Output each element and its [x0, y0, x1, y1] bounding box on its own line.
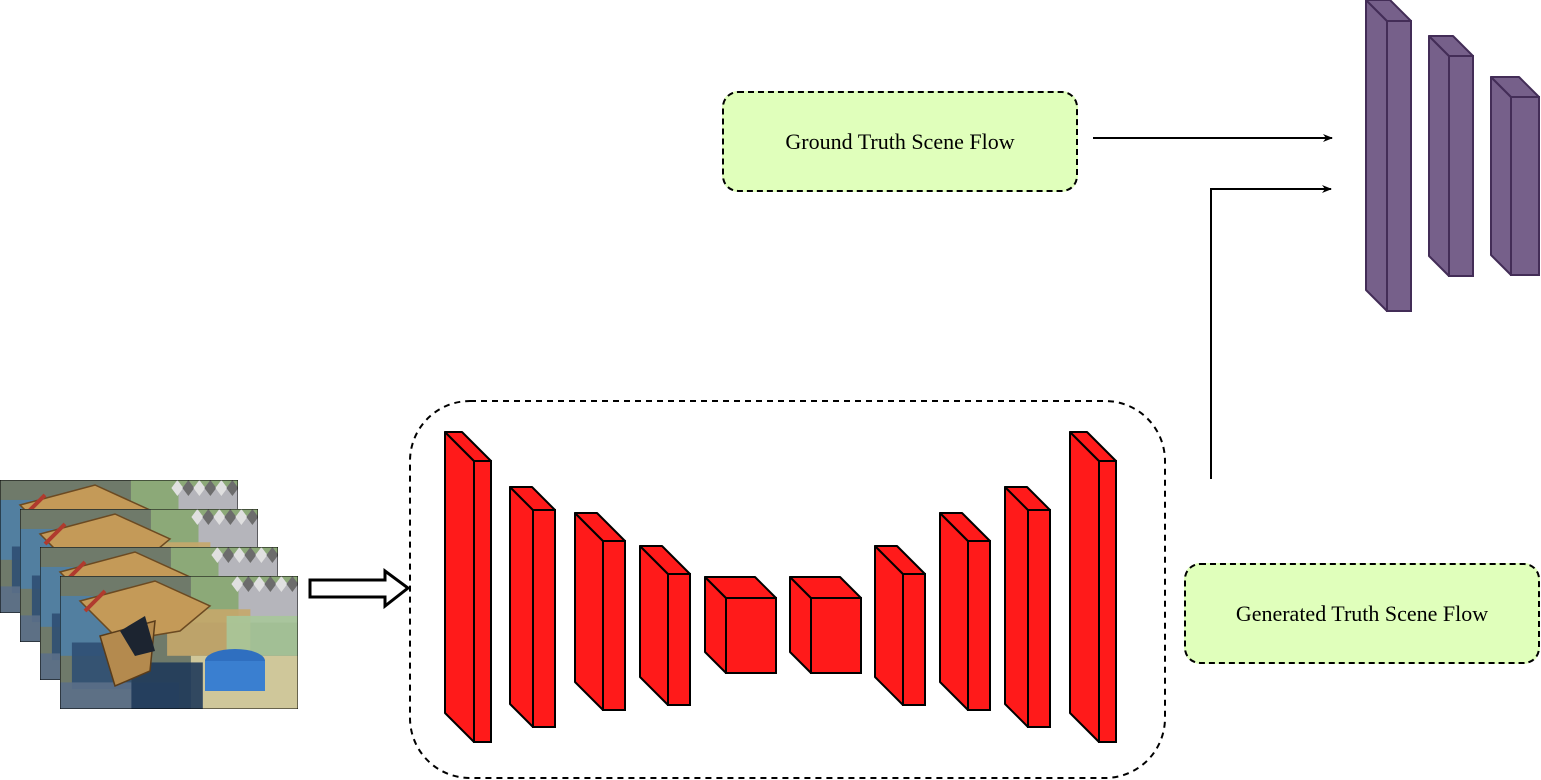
- generated-label-box: Generated Truth Scene Flow: [1184, 563, 1540, 664]
- unet-block: [639, 545, 691, 706]
- ground-truth-label-box: Ground Truth Scene Flow: [722, 91, 1078, 192]
- unet-container: [409, 400, 1166, 779]
- input-arrow: [308, 568, 411, 610]
- discriminator-block: [1490, 76, 1540, 276]
- unet-block: [1004, 486, 1051, 728]
- discriminator-blocks: [1365, 0, 1540, 312]
- unet-block: [574, 512, 626, 711]
- discriminator-block: [1428, 35, 1474, 277]
- unet-block: [704, 576, 777, 674]
- generated-to-discriminator-arrow: [1210, 185, 1332, 479]
- unet-block: [789, 576, 862, 674]
- unet-block: [444, 431, 492, 743]
- unet-block: [874, 545, 926, 706]
- generated-label: Generated Truth Scene Flow: [1235, 600, 1489, 626]
- unet-blocks: [444, 431, 1117, 743]
- discriminator-block: [1365, 0, 1412, 312]
- unet-block: [939, 512, 991, 711]
- input-frame-stack: [0, 480, 298, 709]
- ground-truth-label: Ground Truth Scene Flow: [785, 128, 1015, 154]
- unet-block: [509, 486, 556, 728]
- unet-block: [1069, 431, 1117, 743]
- input-frame: [60, 576, 298, 709]
